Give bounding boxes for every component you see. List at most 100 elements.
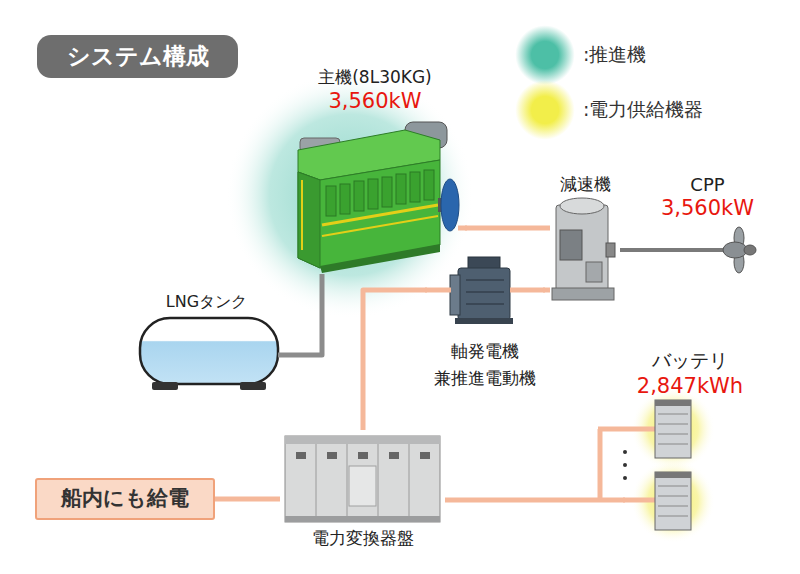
wire-stub <box>425 228 545 290</box>
generator-illustration <box>458 268 510 320</box>
engine-illustration <box>298 172 320 268</box>
generator-illustration <box>466 291 504 293</box>
propeller-illustration <box>723 242 747 258</box>
panel-illustration <box>285 436 440 522</box>
node-label: 主機(8L30KG) <box>318 66 432 88</box>
battery-rack <box>658 506 688 507</box>
panel-illustration <box>409 444 410 516</box>
ellipsis-dots <box>623 450 627 480</box>
panel-illustration <box>327 452 337 459</box>
battery-rack <box>655 472 691 530</box>
node-label: 3,560kW <box>661 196 754 221</box>
reducer-illustration <box>552 288 614 300</box>
panel-illustration <box>420 452 430 459</box>
battery-wiring <box>598 429 656 500</box>
legend-swatch <box>515 80 575 140</box>
generator-illustration <box>466 303 504 305</box>
connectors <box>215 228 645 500</box>
engine-illustration <box>320 244 440 273</box>
legend-item: :電力供給機器 <box>515 80 703 140</box>
legend-item: :推進機 <box>515 25 646 85</box>
ellipsis-dots <box>623 450 627 454</box>
generator-node: 軸発電機 兼推進電動機 <box>427 252 543 392</box>
node-label: LNGタンク <box>166 292 247 312</box>
tank-illustration <box>140 318 278 384</box>
engine-illustration <box>368 179 378 209</box>
battery-rack <box>658 444 688 445</box>
battery-wiring <box>598 427 656 432</box>
engine-illustration <box>382 177 392 207</box>
node-label: 電力変換器盤 <box>312 528 414 549</box>
engine-illustration <box>298 122 459 273</box>
node-label: 3,560kW <box>328 88 421 114</box>
engine-node: 主機(8L30KG)3,560kW <box>285 62 465 274</box>
converter-node: 電力変換器盤 <box>280 430 445 555</box>
supply-box: 船内にも給電 <box>35 478 215 520</box>
panel-illustration <box>285 436 440 522</box>
ellipsis-dots <box>623 476 627 480</box>
engine-illustration <box>354 181 364 211</box>
engine-illustration <box>340 184 350 214</box>
battery-rack <box>655 472 691 478</box>
connector-line <box>620 248 645 252</box>
wire-stub <box>425 288 451 293</box>
panel-illustration <box>285 436 440 444</box>
connector-line <box>543 288 550 293</box>
engine-illustration <box>301 180 303 250</box>
title-banner: システム構成 <box>37 35 238 78</box>
connector-line <box>278 274 322 355</box>
battery-wiring <box>598 429 603 500</box>
node-label: 軸発電機 兼推進電動機 <box>430 338 540 392</box>
battery-glow <box>631 387 715 543</box>
panel-illustration <box>285 516 440 522</box>
ellipsis-dots <box>623 463 627 467</box>
engine-illustration <box>424 170 434 200</box>
propeller-node: CPP3,560kW <box>645 170 770 270</box>
tank-node: LNGタンク <box>135 290 278 395</box>
legend-label: :電力供給機器 <box>583 97 703 123</box>
generator-illustration <box>450 275 460 315</box>
legend-swatch <box>515 25 575 85</box>
engine-illustration <box>410 172 420 202</box>
tank-illustration <box>152 382 178 390</box>
reducer-illustration <box>606 243 615 257</box>
panel-illustration <box>347 444 348 516</box>
reducer-illustration <box>560 198 604 214</box>
panel-illustration <box>296 452 306 459</box>
tank-illustration <box>140 318 278 390</box>
battery-rack <box>658 434 688 435</box>
engine-illustration <box>322 205 438 225</box>
connector-line <box>465 226 550 231</box>
reducer-illustration <box>552 198 615 300</box>
tank-illustration <box>240 382 266 390</box>
battery-wiring <box>623 498 656 503</box>
battery-rack <box>655 400 691 406</box>
panel-illustration <box>358 452 368 459</box>
propeller-illustration <box>723 227 756 273</box>
battery-rack <box>658 486 688 487</box>
generator-illustration <box>455 318 513 324</box>
connector-line <box>215 497 280 502</box>
propeller-shaft <box>640 248 726 252</box>
connector-line <box>445 498 625 503</box>
battery-rack <box>658 424 688 425</box>
reducer-illustration <box>560 230 582 260</box>
battery-rack <box>655 400 691 458</box>
generator-illustration <box>466 279 504 281</box>
engine-illustration <box>326 186 336 216</box>
propeller-illustration <box>744 245 756 255</box>
panel-illustration <box>349 466 376 506</box>
node-label: CPP <box>690 174 724 196</box>
wire-stub <box>510 288 545 293</box>
panel-illustration <box>378 444 379 516</box>
panel-illustration <box>316 444 317 516</box>
reducer-illustration <box>556 205 608 293</box>
reducer-node: 減速機 <box>550 172 620 307</box>
panel-illustration <box>389 452 399 459</box>
battery-node: バッテリ2,847kWh <box>625 345 755 545</box>
battery-rack <box>658 414 688 415</box>
battery-rack <box>655 400 691 530</box>
node-label: バッテリ <box>652 349 728 373</box>
